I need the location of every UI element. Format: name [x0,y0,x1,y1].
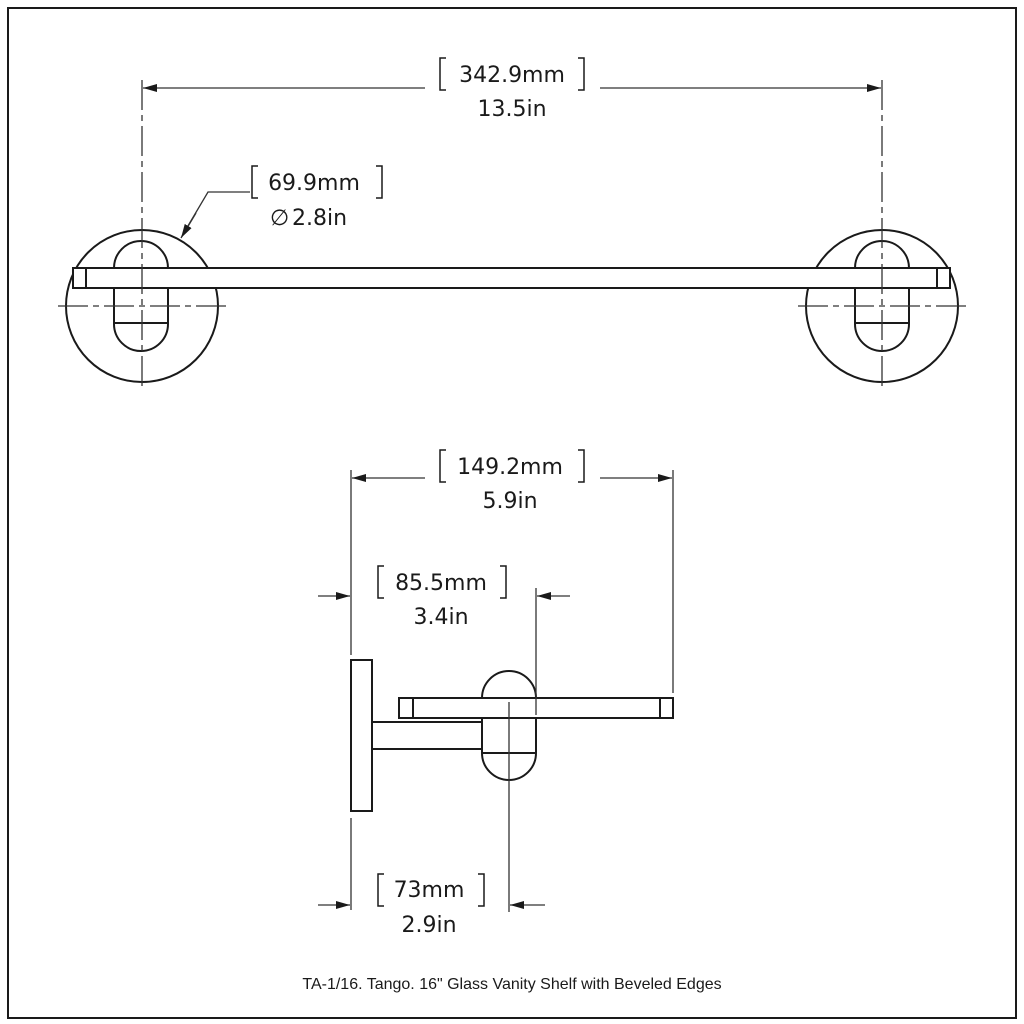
diameter-symbol: ∅ [270,206,289,231]
dimension-in: 3.4in [413,605,468,630]
front-view: 342.9mm 13.5in 69.9mm ∅ 2.8in [58,57,966,386]
support-rod [371,721,483,750]
dimension-flange-diameter: 69.9mm ∅ 2.8in [180,165,383,239]
drawing-border [7,7,1017,1019]
dimension-mm: 73mm [394,878,465,903]
dimension-bracket-center: 73mm 2.9in [318,873,545,938]
dimension-in: 2.9in [401,913,456,938]
dimension-mm: 69.9mm [268,171,360,196]
dimension-in: 13.5in [477,97,546,122]
glass-shelf-front [72,267,951,289]
dimension-overall-width: 342.9mm 13.5in [143,57,881,122]
dimension-mm: 342.9mm [459,63,565,88]
drawing-caption: TA-1/16. Tango. 16" Glass Vanity Shelf w… [302,976,721,993]
dimension-projection: 149.2mm 5.9in [352,449,672,514]
dimension-mm: 149.2mm [457,455,563,480]
dimension-mm: 85.5mm [395,571,487,596]
dimension-bracket-front: 85.5mm 3.4in [318,565,570,630]
dimension-in: 2.8in [292,206,347,231]
wall-plate [350,659,373,812]
dimension-in: 5.9in [482,489,537,514]
side-view: 149.2mm 5.9in 85.5mm 3.4in 73mm 2.9in [318,449,674,938]
